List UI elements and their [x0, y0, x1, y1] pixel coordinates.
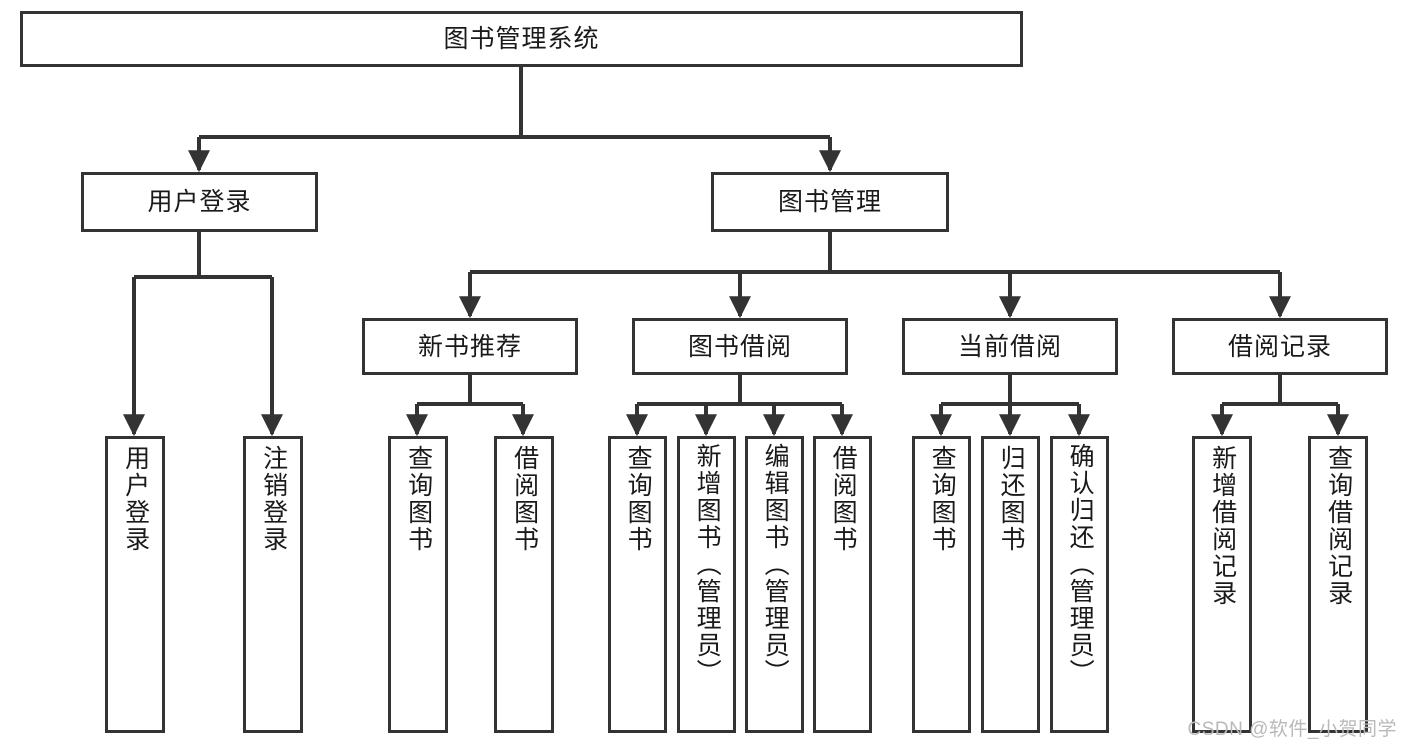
node-book-manage[interactable]: 图书管理 — [711, 172, 949, 232]
node-leaf-query-book-2[interactable]: 查询图书 — [608, 436, 667, 733]
node-leaf-return-book[interactable]: 归还图书 — [981, 436, 1040, 733]
node-leaf-user-login[interactable]: 用户登录 — [105, 436, 165, 733]
node-user-login[interactable]: 用户登录 — [81, 172, 318, 232]
node-book-borrow[interactable]: 图书借阅 — [632, 318, 848, 375]
node-borrow-record[interactable]: 借阅记录 — [1172, 318, 1388, 375]
node-book-borrow-label: 图书借阅 — [687, 332, 792, 361]
node-leaf-borrow-book-1[interactable]: 借阅图书 — [494, 436, 554, 733]
node-root-label: 图书管理系统 — [443, 25, 600, 53]
csdn-watermark: CSDN @软件_小贺同学 — [1187, 719, 1397, 740]
node-leaf-edit-book-label: 编辑图书（管理员） — [761, 443, 790, 686]
node-leaf-query-book-2-label: 查询图书 — [624, 445, 653, 553]
node-leaf-confirm-return[interactable]: 确认归还（管理员） — [1050, 436, 1109, 733]
node-new-book-recommend[interactable]: 新书推荐 — [362, 318, 578, 375]
node-leaf-add-record-label: 新增借阅记录 — [1208, 445, 1237, 607]
node-leaf-query-record[interactable]: 查询借阅记录 — [1308, 436, 1368, 733]
node-leaf-query-book-1-label: 查询图书 — [404, 445, 433, 553]
node-leaf-logout-label: 注销登录 — [259, 445, 288, 553]
node-leaf-user-login-label: 用户登录 — [121, 445, 150, 553]
node-leaf-query-book-3-label: 查询图书 — [928, 445, 957, 553]
node-leaf-borrow-book-1-label: 借阅图书 — [510, 445, 539, 553]
node-user-login-label: 用户登录 — [147, 188, 252, 216]
node-leaf-query-book-1[interactable]: 查询图书 — [388, 436, 448, 733]
node-leaf-add-record[interactable]: 新增借阅记录 — [1192, 436, 1252, 733]
node-leaf-borrow-book-2[interactable]: 借阅图书 — [813, 436, 872, 733]
node-current-borrow-label: 当前借阅 — [957, 332, 1062, 361]
node-leaf-query-record-label: 查询借阅记录 — [1324, 445, 1353, 607]
node-leaf-add-book-label: 新增图书（管理员） — [693, 443, 722, 686]
node-leaf-confirm-return-label: 确认归还（管理员） — [1066, 443, 1095, 686]
node-leaf-query-book-3[interactable]: 查询图书 — [912, 436, 971, 733]
node-leaf-logout[interactable]: 注销登录 — [243, 436, 303, 733]
node-book-manage-label: 图书管理 — [777, 188, 882, 216]
node-leaf-borrow-book-2-label: 借阅图书 — [829, 445, 858, 553]
node-leaf-return-book-label: 归还图书 — [997, 445, 1026, 553]
node-leaf-edit-book[interactable]: 编辑图书（管理员） — [745, 436, 804, 733]
node-root[interactable]: 图书管理系统 — [20, 11, 1023, 67]
node-borrow-record-label: 借阅记录 — [1227, 332, 1332, 361]
node-new-book-recommend-label: 新书推荐 — [417, 332, 522, 361]
node-current-borrow[interactable]: 当前借阅 — [902, 318, 1118, 375]
node-leaf-add-book[interactable]: 新增图书（管理员） — [677, 436, 736, 733]
